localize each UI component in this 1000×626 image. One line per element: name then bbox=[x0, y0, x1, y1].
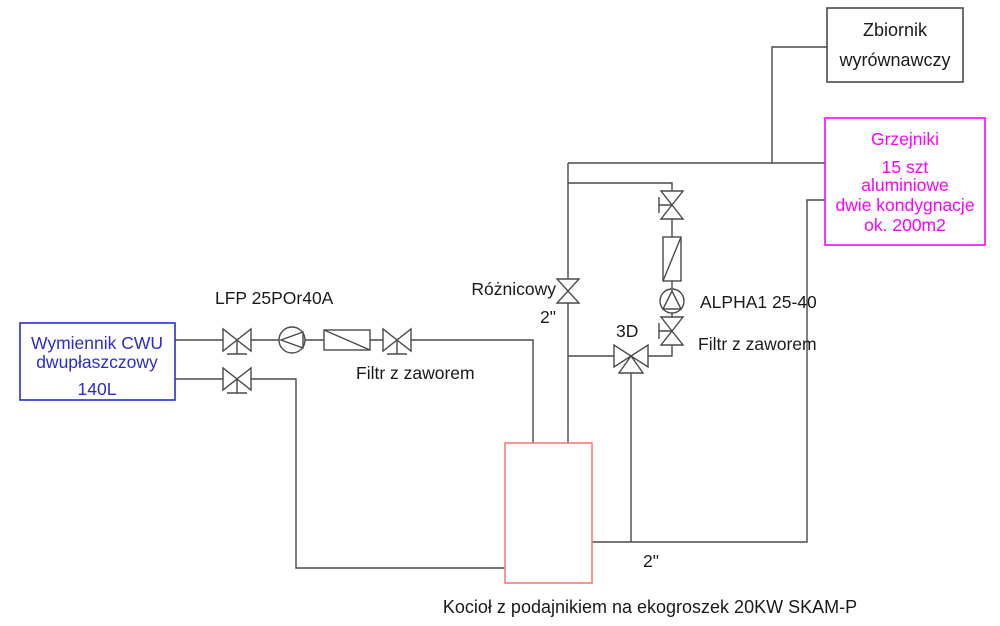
filter-valve-label-1: Filtr z zaworem bbox=[356, 363, 475, 383]
shutoff-valve-icon-3 bbox=[222, 366, 252, 394]
three-way-label: 3D bbox=[616, 321, 638, 341]
boiler-box bbox=[504, 442, 593, 584]
radiators-box bbox=[824, 117, 986, 246]
boiler-caption: Kocioł z podajnikiem na ekogroszek 20KW … bbox=[443, 597, 857, 617]
dhw-exchanger-box bbox=[19, 322, 176, 401]
expansion-tank-box bbox=[826, 7, 964, 83]
expansion-tank-label-line1: Zbiornik bbox=[863, 20, 928, 40]
filter-valve-label-2: Filtr z zaworem bbox=[698, 334, 817, 354]
three-way-valve-icon bbox=[613, 343, 649, 374]
expansion-tank-label-line2: wyrównawczy bbox=[838, 50, 950, 70]
exchanger-label-line2: dwupłaszczowy bbox=[36, 352, 158, 372]
lfp-pump-label: LFP 25POr40A bbox=[215, 288, 334, 308]
pipe-size-label-2: 2" bbox=[643, 551, 659, 571]
pipe-expansion-tank bbox=[771, 46, 827, 163]
radiators-label-line5: ok. 200m2 bbox=[864, 215, 946, 235]
symbols bbox=[222, 190, 685, 394]
filter-icon-2 bbox=[662, 236, 682, 282]
shutoff-valve-icon-1 bbox=[222, 327, 252, 355]
differential-valve-icon bbox=[555, 278, 581, 304]
radiators-label-line3: aluminiowe bbox=[861, 175, 949, 195]
shutoff-valve-icon-4 bbox=[658, 190, 685, 220]
shutoff-valve-icon-2 bbox=[382, 327, 412, 355]
radiators-label-line1: Grzejniki bbox=[871, 129, 939, 149]
exchanger-label-line1: Wymiennik CWU bbox=[31, 333, 163, 353]
differential-label: Różnicowy bbox=[471, 279, 556, 299]
pump-icon-lfp bbox=[278, 326, 306, 354]
radiators-label-line2: 15 szt bbox=[882, 157, 929, 177]
pump-icon-alpha1 bbox=[659, 288, 685, 314]
pipe-return bbox=[592, 199, 825, 543]
alpha-pump-label: ALPHA1 25-40 bbox=[700, 292, 817, 312]
pipes bbox=[175, 46, 827, 569]
exchanger-label-line3: 140L bbox=[78, 379, 117, 399]
pipe-size-label-1: 2" bbox=[540, 307, 556, 327]
diagram-text: Zbiornik wyrównawczy Grzejniki 15 szt al… bbox=[31, 20, 975, 617]
filter-icon-1 bbox=[323, 329, 371, 351]
radiators-label-line4: dwie kondygnacje bbox=[835, 195, 974, 215]
shutoff-valve-icon-5 bbox=[658, 316, 685, 346]
